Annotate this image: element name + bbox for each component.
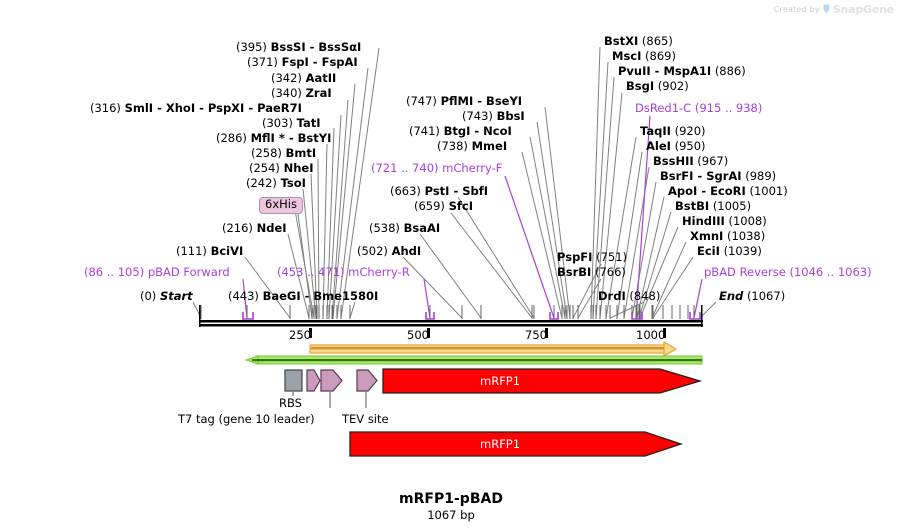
ruler-tick-250: 250 — [289, 328, 311, 342]
enzyme-label[interactable]: (111) BciVI — [176, 244, 244, 258]
enzyme-label[interactable]: (502) AhdI — [357, 244, 422, 258]
start-marker-label[interactable]: (0) Start — [140, 289, 193, 303]
enzyme-label[interactable]: XmnI (1038) — [690, 229, 766, 243]
feature-callout-t7-tag: T7 tag (gene 10 leader) — [178, 412, 315, 426]
primer-label-mcherry-f[interactable]: (721 .. 740) mCherry-F — [371, 161, 503, 175]
enzyme-label[interactable]: (538) BsaAI — [369, 221, 441, 235]
feature-callout-tev-site: TEV site — [342, 412, 389, 426]
feature-callout-rbs: RBS — [279, 396, 302, 410]
enzyme-label[interactable]: (747) PflMI - BseYI — [406, 94, 523, 108]
enzyme-label[interactable]: PvuII - MspA1I (886) — [618, 64, 746, 78]
feature-tev-site-arrow — [356, 369, 378, 392]
enzyme-label[interactable]: BstBI (1005) — [675, 199, 752, 213]
ruler-tick-500: 500 — [407, 328, 429, 342]
enzyme-label[interactable]: TaqII (920) — [640, 124, 706, 138]
enzyme-label[interactable]: AleI (950) — [646, 139, 706, 153]
enzyme-label[interactable]: PspFI (751) — [557, 250, 628, 264]
enzyme-label[interactable]: EciI (1039) — [697, 244, 762, 258]
enzyme-label[interactable]: (741) BtgI - NcoI — [409, 124, 512, 138]
watermark-brand: SnapGene — [832, 3, 894, 16]
enzyme-label[interactable]: BstXI (865) — [604, 34, 673, 48]
enzyme-label[interactable]: (371) FspI - FspAI — [247, 55, 358, 69]
enzyme-label[interactable]: (743) BbsI — [462, 109, 525, 123]
enzyme-label[interactable]: (286) MflI * - BstYI — [216, 131, 332, 145]
end-marker-label[interactable]: End (1067) — [719, 289, 786, 303]
enzyme-label[interactable]: BsrBI (766) — [557, 265, 626, 279]
enzyme-label[interactable]: (443) BaeGI - Bme1580I — [228, 289, 379, 303]
enzyme-label[interactable]: HindIII (1008) — [682, 214, 767, 228]
plasmid-length: 1067 bp — [427, 508, 475, 522]
tag-pill-6xhis[interactable]: 6xHis — [259, 197, 303, 214]
enzyme-label[interactable]: (395) BssSI - BssSαI — [236, 40, 362, 54]
ruler-tick-1000: 1000 — [636, 328, 666, 342]
enzyme-label[interactable]: (340) ZraI — [271, 86, 332, 100]
enzyme-label[interactable]: (303) TatI — [262, 116, 321, 130]
enzyme-label[interactable]: (242) TsoI — [246, 176, 306, 190]
plasmid-title: mRFP1-pBAD — [399, 491, 503, 507]
feature-rbs-box — [284, 369, 303, 392]
feature-mrfp1-arrow-bottom — [349, 431, 684, 457]
enzyme-label[interactable]: (258) BmtI — [251, 146, 317, 160]
reverse-feature-arrow-left — [244, 355, 703, 365]
enzyme-label[interactable]: (342) AatII — [271, 71, 337, 85]
feature-t7-tag-arrow-1 — [306, 369, 321, 392]
enzyme-label[interactable]: BsgI (902) — [626, 79, 689, 93]
enzyme-label[interactable]: MscI (869) — [612, 49, 676, 63]
enzyme-label[interactable]: DrdI (848) — [598, 289, 661, 303]
enzyme-label[interactable]: (254) NheI — [249, 161, 314, 175]
primer-label-dsred1-c[interactable]: DsRed1-C (915 .. 938) — [635, 101, 763, 115]
primer-label-pbad-reverse[interactable]: pBAD Reverse (1046 .. 1063) — [704, 265, 872, 279]
enzyme-label[interactable]: (216) NdeI — [222, 221, 287, 235]
enzyme-label[interactable]: (663) PstI - SbfI — [390, 184, 489, 198]
feature-mrfp1-arrow-top — [382, 368, 703, 394]
ruler-tick-750: 750 — [525, 328, 547, 342]
primer-label-mcherry-r[interactable]: (453 .. 471) mCherry-R — [277, 265, 410, 279]
snapgene-logo-icon — [823, 4, 830, 15]
feature-label-mrfp1-top: mRFP1 — [480, 374, 521, 388]
feature-t7-tag-arrow-2 — [320, 369, 343, 392]
enzyme-label[interactable]: (659) SfcI — [414, 199, 473, 213]
watermark-prefix: Created by — [773, 5, 820, 14]
enzyme-label[interactable]: ApoI - EcoRI (1001) — [668, 184, 788, 198]
enzyme-label[interactable]: (738) MmeI — [437, 139, 508, 153]
snapgene-watermark: Created by SnapGene — [774, 3, 894, 16]
enzyme-label[interactable]: BsrFI - SgrAI (989) — [660, 169, 777, 183]
enzyme-label[interactable]: (316) SmlI - XhoI - PspXI - PaeR7I — [90, 101, 302, 115]
enzyme-label[interactable]: BssHII (967) — [653, 154, 729, 168]
primer-label-pbad-forward[interactable]: (86 .. 105) pBAD Forward — [84, 265, 230, 279]
feature-label-mrfp1-bottom: mRFP1 — [480, 437, 521, 451]
promoter-arrow-right — [309, 340, 678, 358]
